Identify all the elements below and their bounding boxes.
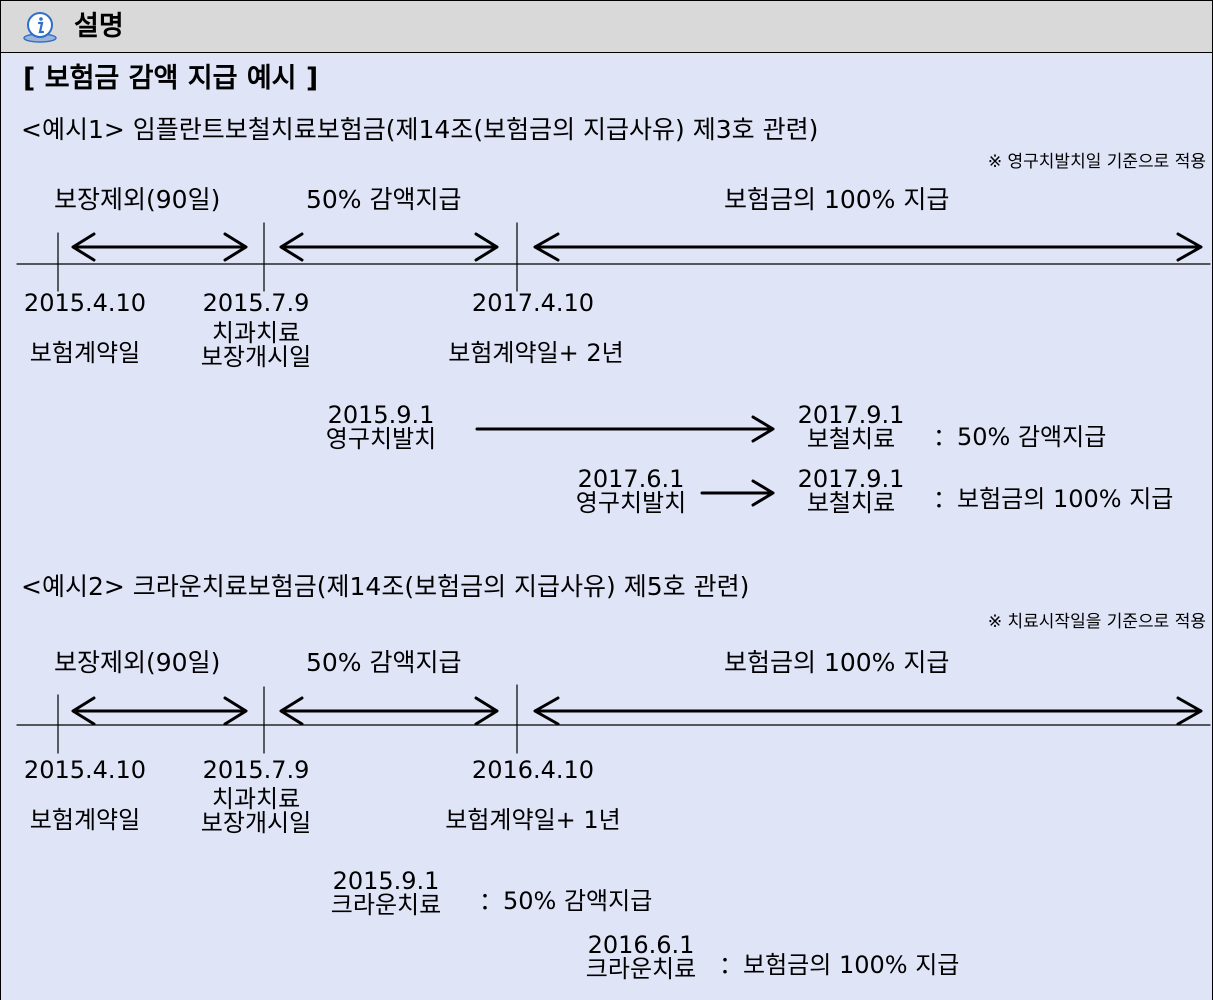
example2-case1-from-date: 2015.9.1 [332,867,440,895]
example2-date-contract: 2015.4.10 [23,756,147,784]
example2-case1-from-label: 크라운치료 [330,891,442,920]
example2-title: <예시2> 크라운치료보험금(제14조(보험금의 지급사유) 제5호 관련) [21,572,750,601]
example1-case1-from-label: 영구치발치 [325,425,437,454]
section-title: [ 보험금 감액 지급 예시 ] [23,63,319,94]
example2-label-contract: 보험계약일 [29,806,141,834]
example1-label-contract: 보험계약일 [29,339,141,367]
example1-date-contract: 2015.4.10 [23,289,147,317]
example1-label-coverage: 치과치료 보장개시일 [176,321,336,370]
example1-date-coverage: 2015.7.9 [202,289,310,317]
example2-arrow-full [533,696,1203,726]
example2-note: ※ 치료시작일을 기준으로 적용 [987,612,1206,632]
example1-case2-result: ：보험금의 100% 지급 [933,485,1174,513]
example1-case2-from-label: 영구치발치 [575,489,687,518]
example1-case1-to: 2017.9.1 보철치료 [786,403,916,452]
example2-date-1year: 2016.4.10 [471,756,595,784]
example1-case2-from: 2017.6.1 영구치발치 [551,467,711,516]
example2-case2-from-label: 크라운치료 [585,955,697,984]
example1-case2-to-date: 2017.9.1 [797,465,905,493]
header-title: 설명 [74,11,124,42]
example1-case2-from-date: 2017.6.1 [577,465,685,493]
example1-label-coverage-line2: 보장개시일 [200,343,312,372]
example1-period-excluded: 보장제외(90일) [54,185,221,214]
example1-period-full: 보험금의 100% 지급 [724,185,950,214]
example2-case1-result: ：50% 감액지급 [479,887,653,915]
example1-date-2year: 2017.4.10 [471,289,595,317]
example1-arrow-full [533,232,1203,262]
example1-arrow-half [279,232,499,262]
example1-case1-to-date: 2017.9.1 [797,401,905,429]
example1-case2-arrow [700,479,775,507]
example1-label-coverage-line1: 치과치료 [211,319,301,347]
info-icon [23,12,57,43]
example2-case2-from: 2016.6.1 크라운치료 [561,933,721,982]
example2-period-excluded: 보장제외(90일) [54,648,221,677]
example2-case2-from-date: 2016.6.1 [587,931,695,959]
example1-case2-to: 2017.9.1 보철치료 [786,467,916,516]
example2-arrow-excluded [71,696,248,726]
example1-case1-from: 2015.9.1 영구치발치 [301,403,461,452]
panel-header: 설명 [1,1,1212,53]
example1-title: <예시1> 임플란트보철치료보험금(제14조(보험금의 지급사유) 제3호 관련… [21,115,819,144]
example2-case1-from: 2015.9.1 크라운치료 [306,869,466,918]
example2-label-coverage: 치과치료 보장개시일 [176,787,336,836]
example1-label-2year: 보험계약일+ 2년 [448,339,624,367]
example2-period-full: 보험금의 100% 지급 [724,648,950,677]
example1-arrow-excluded [71,232,248,262]
example1-case1-result: ：50% 감액지급 [933,423,1107,451]
example1-case1-from-date: 2015.9.1 [327,401,435,429]
example2-date-coverage: 2015.7.9 [202,756,310,784]
example2-arrow-half [279,696,499,726]
example1-case1-to-label: 보철치료 [806,425,896,454]
example2-label-coverage-line1: 치과치료 [211,785,301,813]
example1-case1-arrow [475,415,775,443]
example2-period-half: 50% 감액지급 [306,648,462,677]
example1-note: ※ 영구치발치일 기준으로 적용 [987,152,1206,172]
example1-period-half: 50% 감액지급 [306,185,462,214]
example2-label-coverage-line2: 보장개시일 [200,809,312,838]
example1-case2-to-label: 보철치료 [806,489,896,518]
example2-label-1year: 보험계약일+ 1년 [445,806,621,834]
example2-case2-result: ：보험금의 100% 지급 [719,951,960,979]
